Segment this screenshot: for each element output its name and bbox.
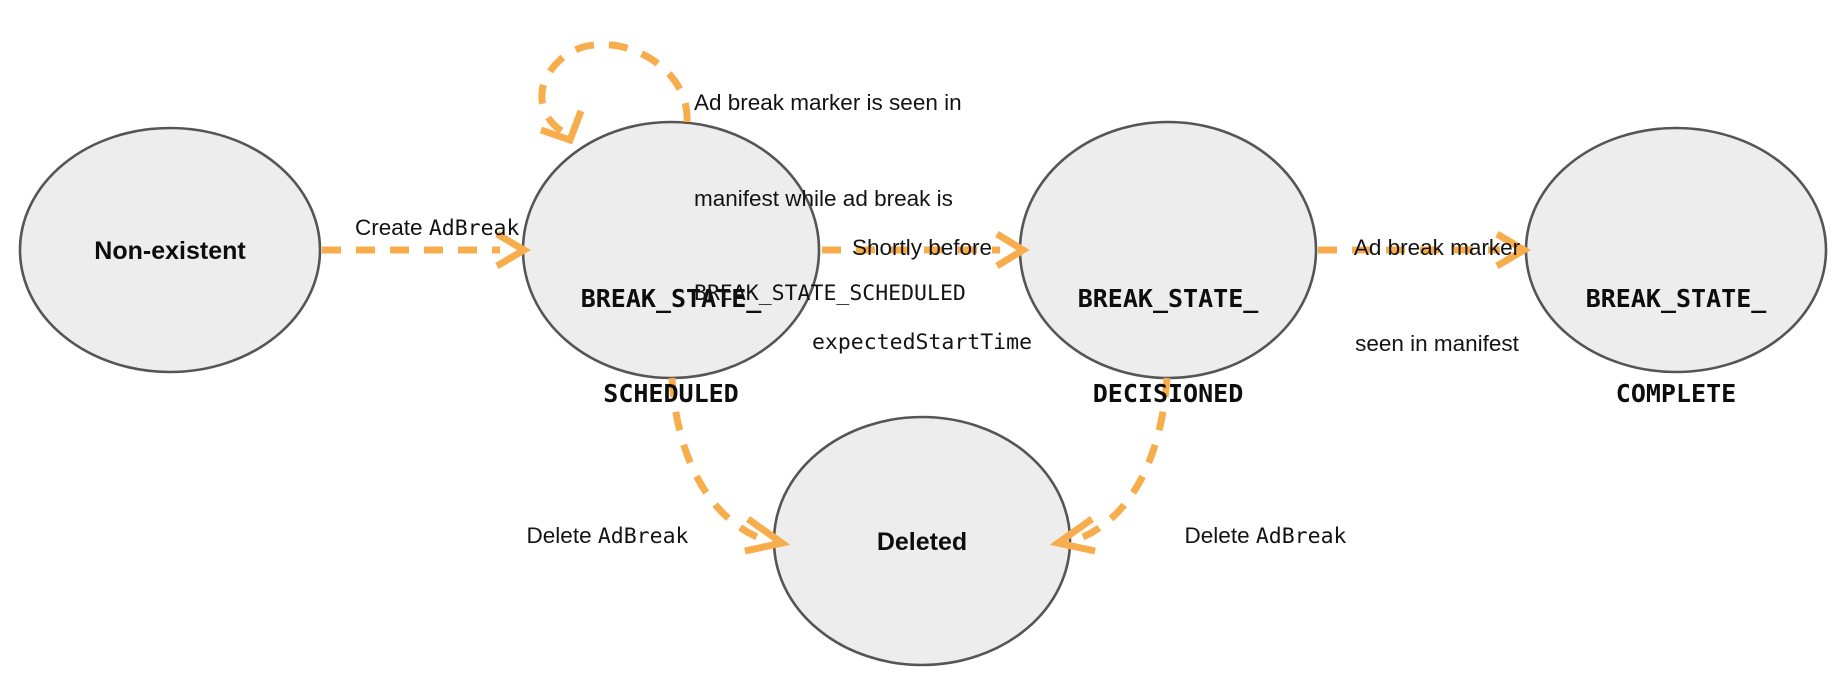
edge-scheduled-to-decisioned[interactable] [822, 231, 1030, 269]
edge-decisioned-to-complete[interactable] [1318, 230, 1531, 270]
node-non-existent[interactable] [18, 126, 322, 374]
node-break-state-complete[interactable] [1524, 126, 1828, 374]
node-break-state-scheduled[interactable] [521, 120, 821, 380]
node-deleted[interactable] [772, 415, 1072, 667]
edge-decisioned-to-deleted[interactable] [1049, 377, 1171, 555]
edge-create-adbreak[interactable] [322, 230, 531, 270]
edge-scheduled-to-deleted[interactable] [668, 377, 791, 555]
node-break-state-decisioned[interactable] [1018, 120, 1318, 380]
edge-scheduled-self-loop[interactable] [538, 41, 691, 145]
